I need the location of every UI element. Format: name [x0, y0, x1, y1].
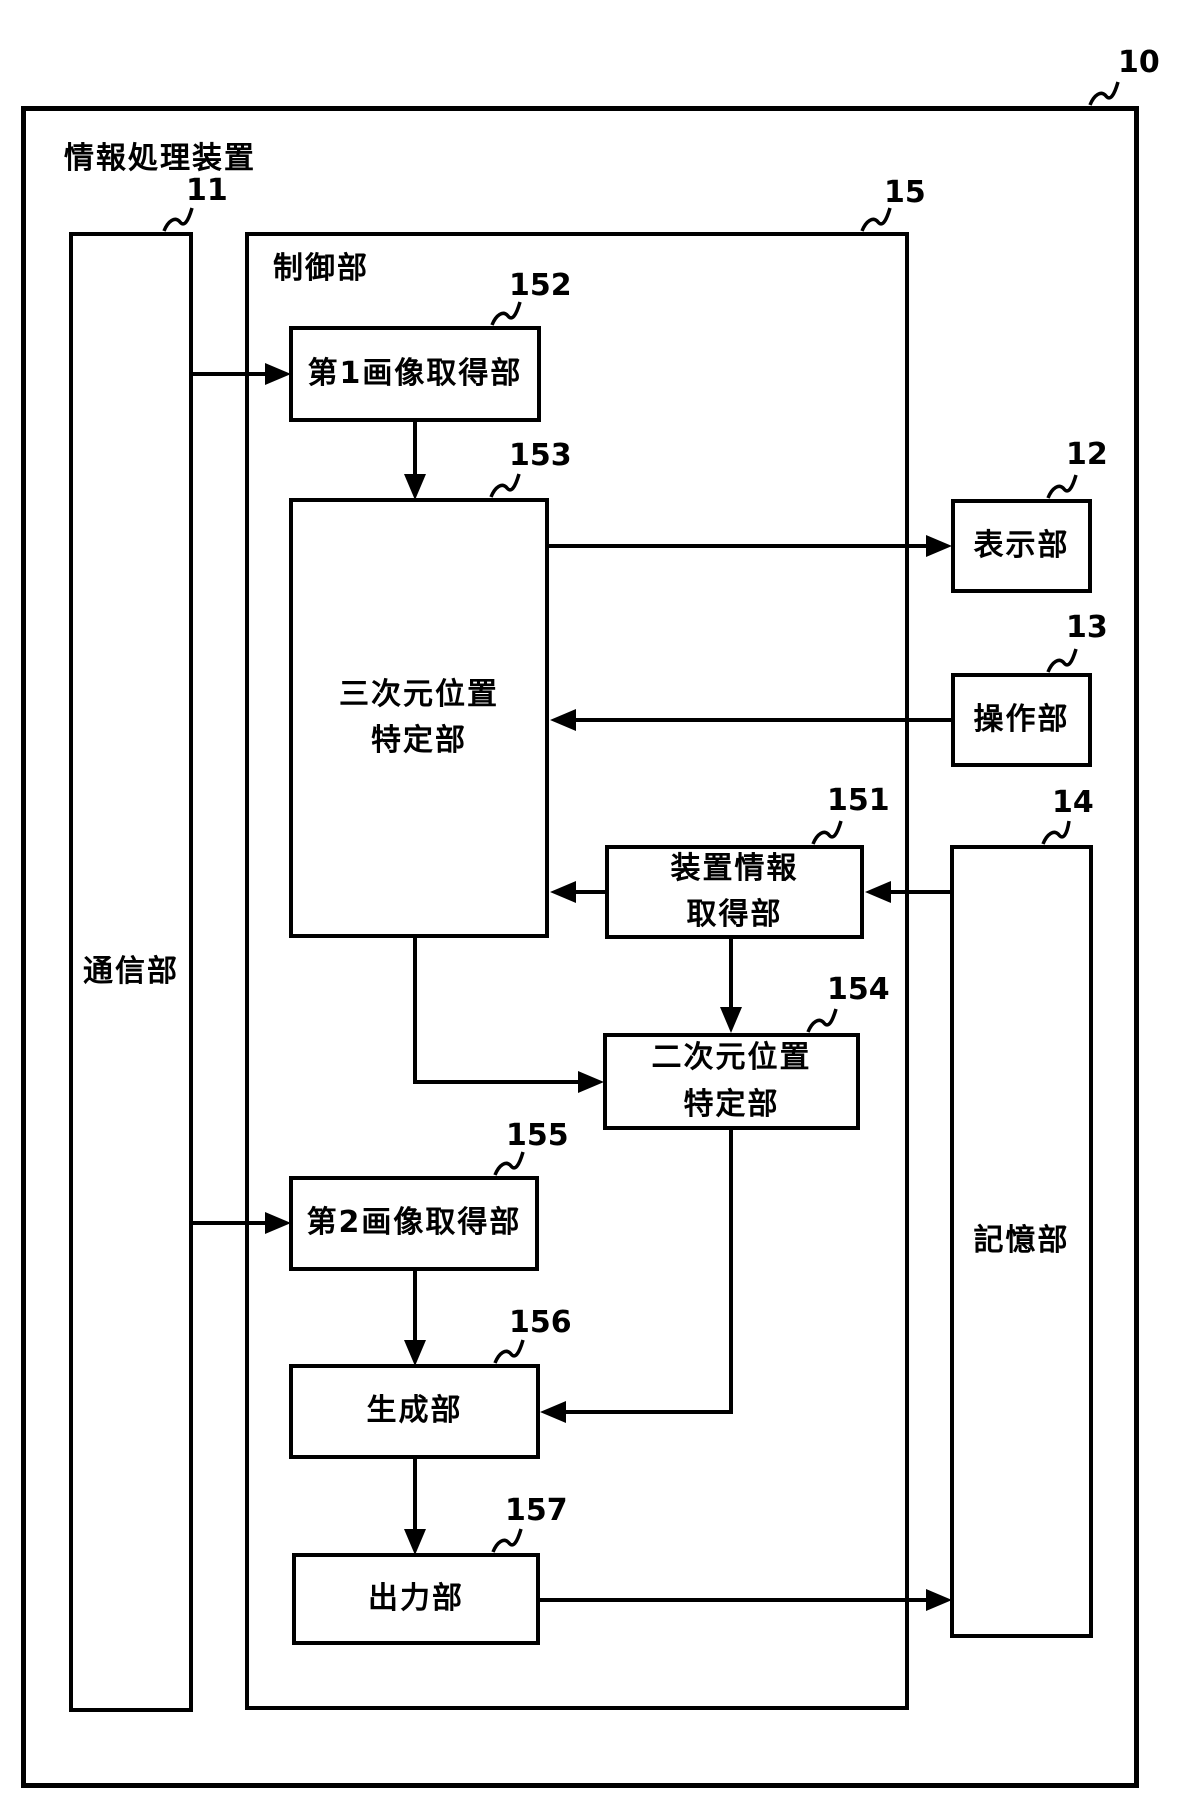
device-title: 情報処理装置 — [64, 141, 256, 176]
block-pos2d: 二次元位置 特定部 — [603, 1033, 860, 1130]
block-storage-label: 記憶部 — [973, 1223, 1070, 1259]
squiggle-ref-11 — [162, 207, 194, 232]
block-operation: 操作部 — [951, 673, 1092, 767]
ref-13: 13 — [1066, 610, 1108, 645]
squiggle-ref-13 — [1046, 648, 1078, 673]
arrow-output-to-storage — [540, 1589, 952, 1611]
arrow-storage-to-device-info — [865, 881, 950, 903]
arrow-communication-to-first-image — [193, 363, 291, 385]
block-pos3d-label: 三次元位置 特定部 — [339, 676, 499, 759]
block-generation-label: 生成部 — [366, 1393, 463, 1429]
squiggle-ref-155 — [493, 1151, 525, 1176]
squiggle-ref-157 — [491, 1528, 523, 1553]
block-storage: 記憶部 — [950, 845, 1093, 1638]
block-communication-label: 通信部 — [83, 953, 179, 989]
arrow-operation-to-pos3d — [550, 709, 951, 731]
squiggle-ref-156 — [493, 1339, 525, 1364]
ref-10: 10 — [1118, 45, 1160, 80]
squiggle-ref-153 — [489, 473, 521, 498]
ref-15: 15 — [884, 175, 926, 210]
block-second-image: 第2画像取得部 — [289, 1176, 539, 1271]
arrow-second-image-to-generation — [404, 1271, 426, 1366]
block-device-info: 装置情報 取得部 — [605, 845, 864, 939]
squiggle-ref-152 — [490, 301, 522, 326]
block-output-label: 出力部 — [368, 1580, 464, 1616]
block-first-image-label: 第1画像取得部 — [307, 355, 523, 391]
squiggle-ref-10 — [1088, 81, 1120, 106]
block-communication: 通信部 — [69, 232, 193, 1712]
block-pos2d-label: 二次元位置 特定部 — [651, 1040, 812, 1122]
squiggle-ref-151 — [811, 820, 843, 845]
ref-14: 14 — [1052, 785, 1094, 820]
ref-155: 155 — [506, 1118, 569, 1153]
squiggle-ref-12 — [1046, 474, 1078, 499]
block-second-image-label: 第2画像取得部 — [306, 1205, 522, 1241]
arrow-communication-to-second-image — [193, 1212, 291, 1234]
block-device-info-label: 装置情報 取得部 — [670, 850, 799, 933]
block-display-label: 表示部 — [973, 527, 1070, 563]
arrow-pos2d-to-generation — [540, 1130, 733, 1423]
arrow-device-info-to-pos3d — [550, 881, 605, 903]
block-control-label: 制御部 — [273, 251, 369, 286]
ref-154: 154 — [827, 972, 890, 1007]
arrow-pos3d-to-pos2d — [413, 938, 604, 1093]
block-control — [245, 232, 909, 1710]
ref-11: 11 — [186, 173, 228, 208]
squiggle-ref-154 — [806, 1008, 838, 1033]
ref-156: 156 — [509, 1305, 572, 1340]
block-generation: 生成部 — [289, 1364, 540, 1459]
arrow-generation-to-output — [404, 1459, 426, 1555]
ref-12: 12 — [1066, 437, 1108, 472]
arrow-device-info-to-pos2d — [720, 939, 742, 1033]
squiggle-ref-14 — [1041, 820, 1071, 845]
block-output: 出力部 — [292, 1553, 540, 1645]
arrow-first-image-to-pos3d — [404, 422, 426, 500]
ref-151: 151 — [827, 783, 890, 818]
squiggle-ref-15 — [860, 207, 892, 232]
ref-157: 157 — [505, 1493, 568, 1528]
block-display: 表示部 — [951, 499, 1092, 593]
arrow-pos3d-to-display — [549, 535, 952, 557]
ref-153: 153 — [509, 438, 572, 473]
block-operation-label: 操作部 — [973, 701, 1070, 737]
block-pos3d: 三次元位置 特定部 — [289, 498, 549, 938]
ref-152: 152 — [509, 268, 572, 303]
